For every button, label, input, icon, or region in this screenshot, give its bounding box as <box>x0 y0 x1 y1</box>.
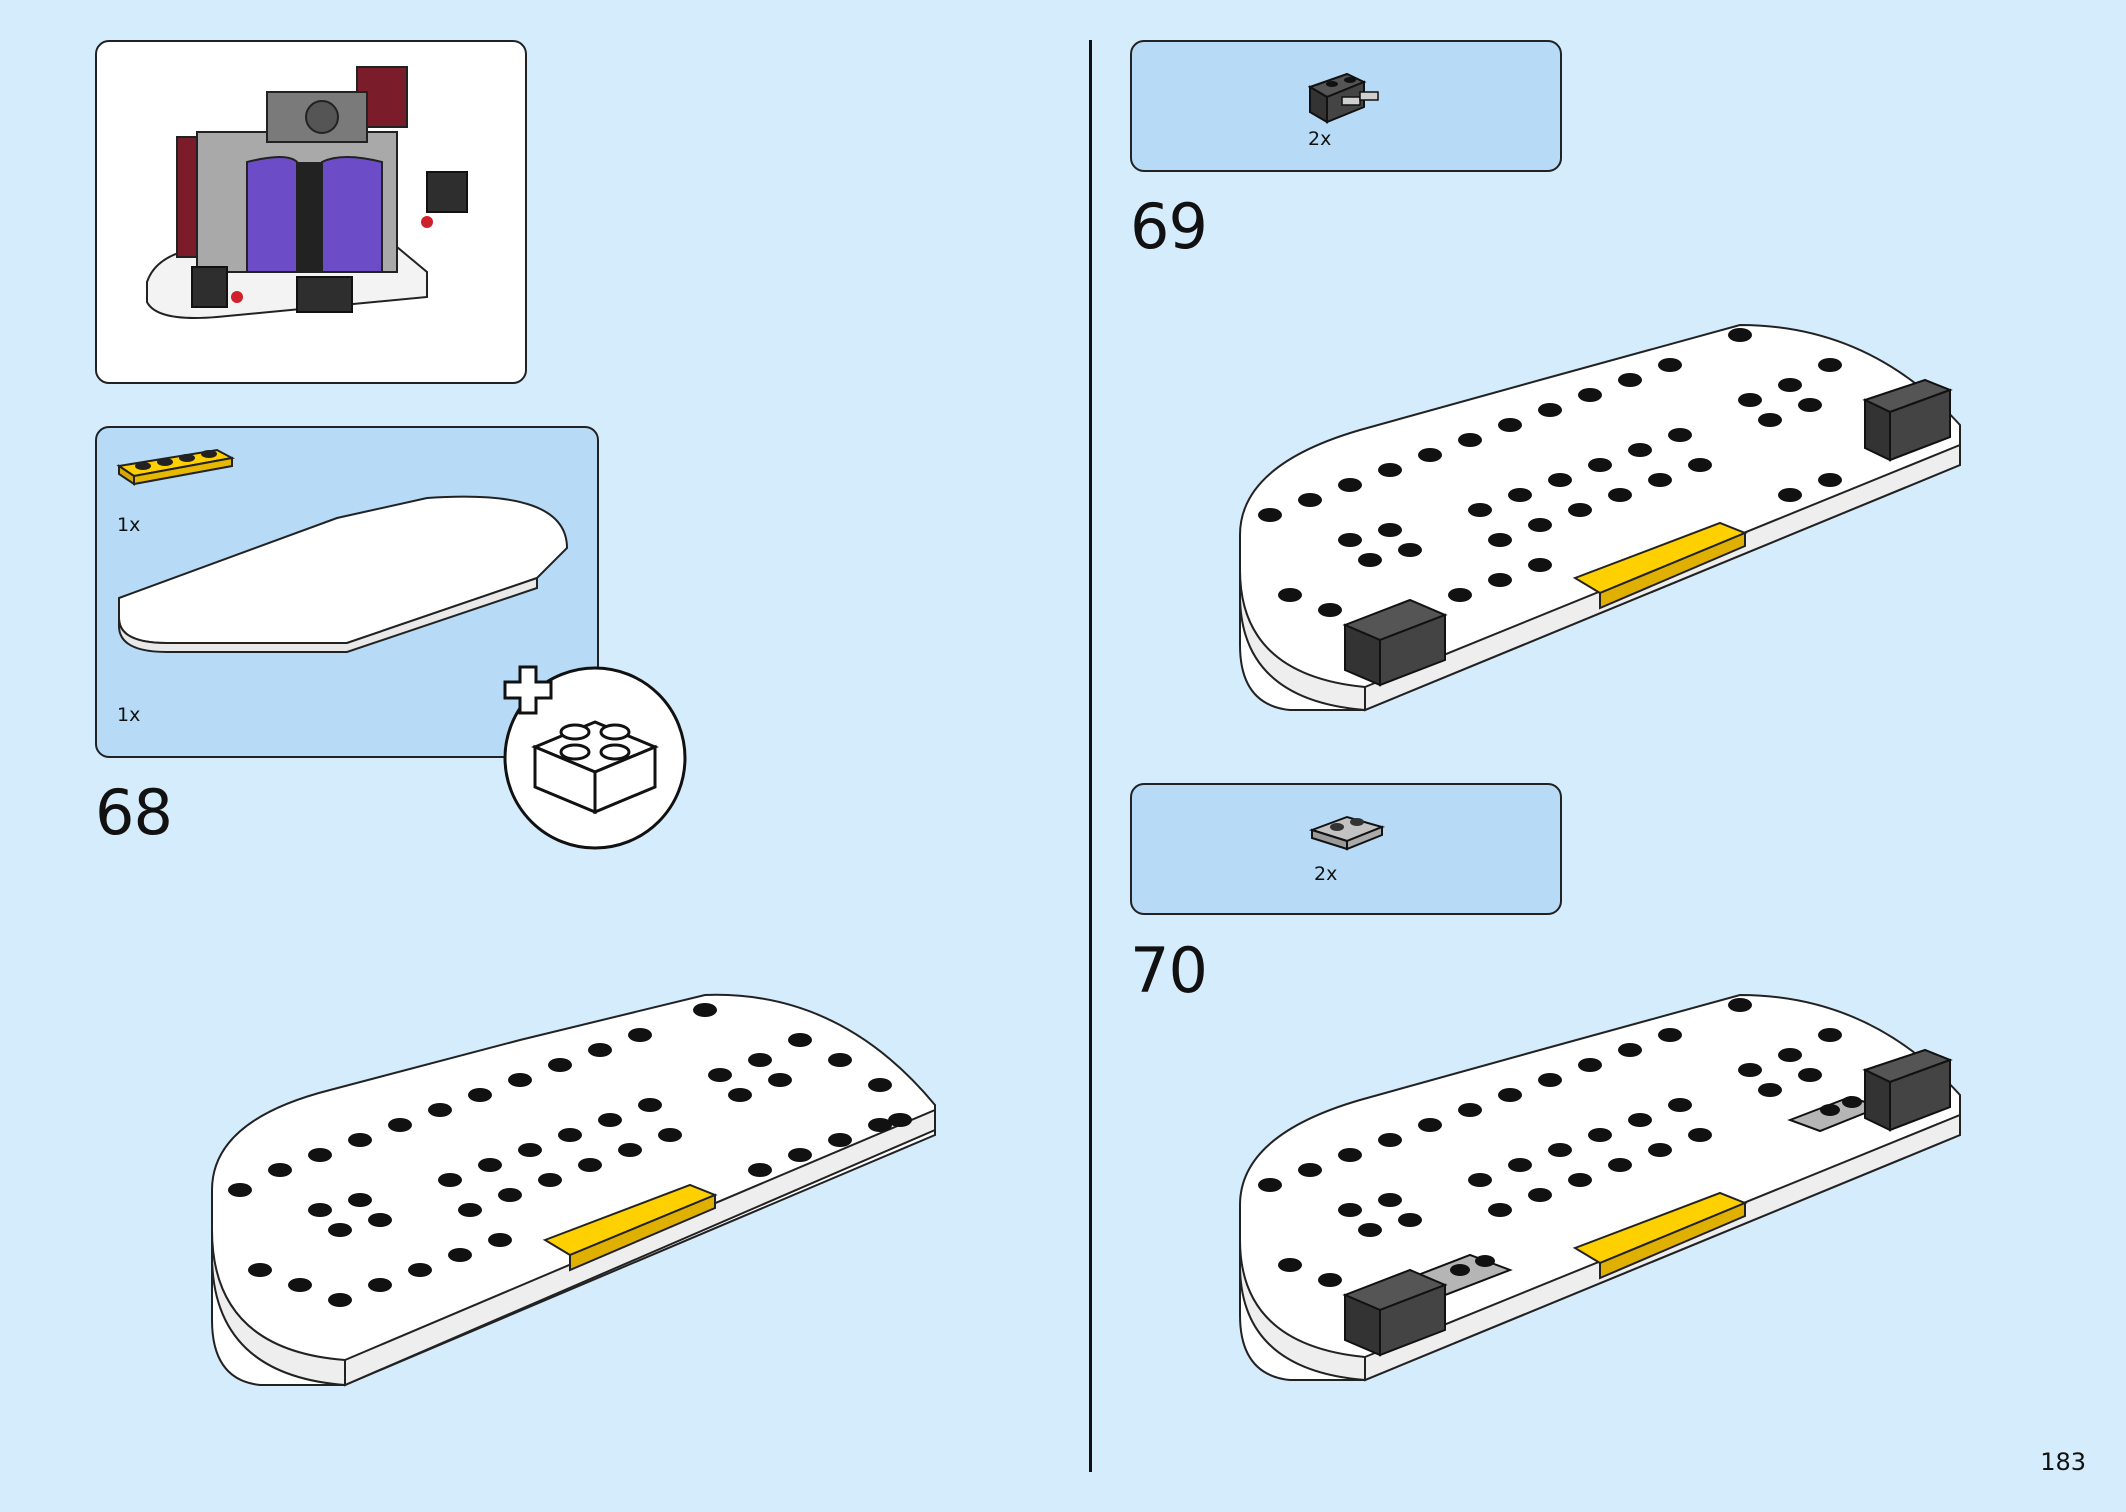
step-70-number: 70 <box>1130 934 1208 1007</box>
overview-model-illustration <box>146 66 468 319</box>
step-70-parts-illustration <box>1308 815 1386 851</box>
page-number: 183 <box>2040 1448 2086 1476</box>
step-68-part2-qty: 1x <box>117 704 141 726</box>
add-new-build-icon <box>503 665 687 850</box>
step-69-parts-callout <box>1130 40 1562 172</box>
light-grey-plate-1x2-icon <box>1308 815 1386 851</box>
dark-grey-brick-with-pins-icon <box>1307 72 1379 124</box>
step-68-part1-qty: 1x <box>117 514 141 536</box>
step-69-part-qty: 2x <box>1308 128 1332 150</box>
step-70-parts-callout <box>1130 783 1562 915</box>
step-68-parts-illustration <box>116 448 569 653</box>
step-68-number: 68 <box>95 776 173 849</box>
step-69-main-illustration <box>1239 323 1961 712</box>
yellow-plate-1x4-icon <box>116 448 235 486</box>
step-70-part-qty: 2x <box>1314 863 1338 885</box>
overview-frame <box>95 40 527 384</box>
step-68-main-illustration <box>211 993 936 1387</box>
step-69-number: 69 <box>1130 190 1208 263</box>
white-base-plate-icon <box>118 495 569 653</box>
step-69-parts-illustration <box>1307 72 1379 124</box>
step-68-parts-callout <box>95 426 599 758</box>
step-70-main-illustration <box>1239 993 1961 1382</box>
page-divider <box>1089 40 1092 1472</box>
